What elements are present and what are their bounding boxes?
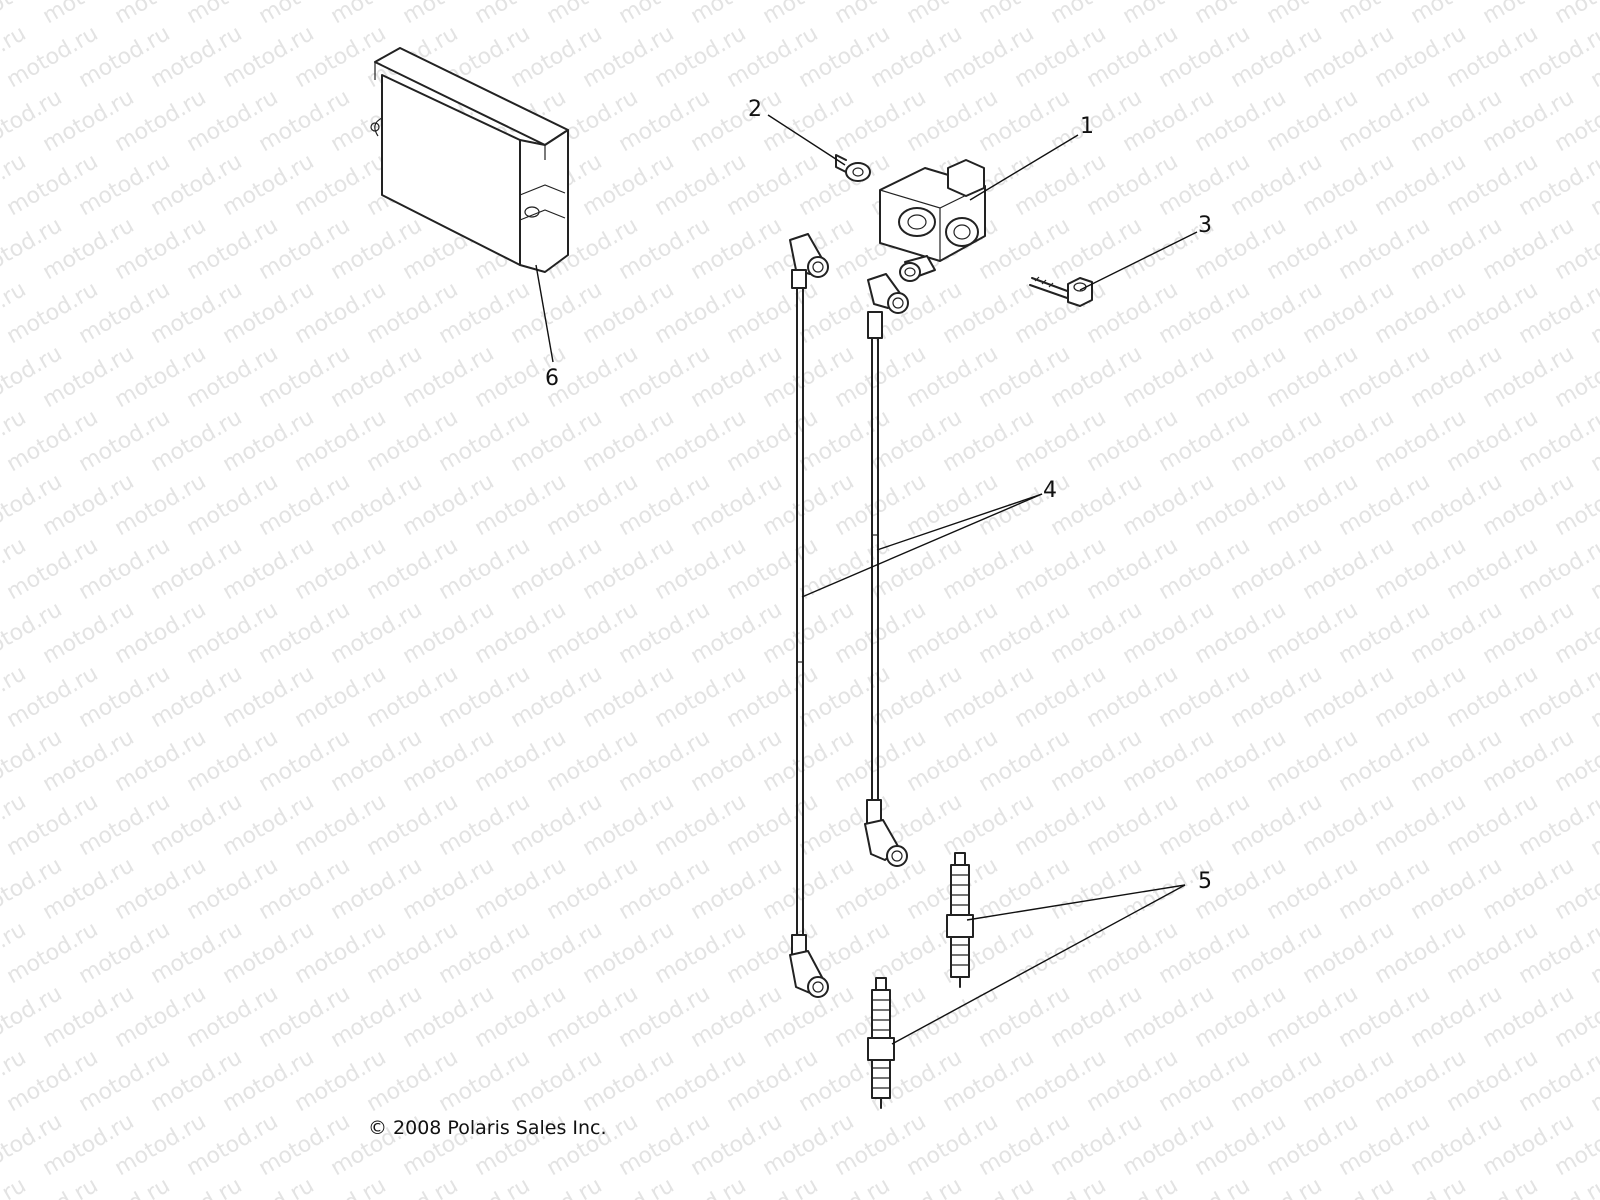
callout-6: 6 <box>545 366 559 391</box>
leader-3 <box>1079 231 1198 291</box>
ecu-module <box>370 47 569 273</box>
spacer-part <box>835 154 871 182</box>
leader-5a <box>966 884 1186 921</box>
leader-5b <box>891 884 1186 1045</box>
leader-4b <box>801 493 1043 598</box>
leader-2 <box>767 114 846 166</box>
leader-4a <box>876 493 1043 551</box>
leader-6 <box>535 264 554 363</box>
spark-plug-upper <box>946 852 974 988</box>
callout-2: 2 <box>748 97 762 122</box>
ignition-coil <box>879 159 986 282</box>
callout-4: 4 <box>1043 478 1057 503</box>
bolt-part <box>1029 276 1093 307</box>
callout-1: 1 <box>1080 114 1094 139</box>
spark-plug-lower <box>867 977 895 1109</box>
copyright-text: © 2008 Polaris Sales Inc. <box>368 1117 607 1139</box>
callout-5: 5 <box>1198 869 1212 894</box>
leader-lines <box>535 114 1198 1045</box>
watermark-text: motod.ru <box>1551 0 1600 29</box>
callout-3: 3 <box>1198 213 1212 238</box>
watermark-text: motod.ru <box>0 1173 30 1200</box>
leader-1 <box>969 134 1079 201</box>
spark-plug-wire-left <box>789 233 829 998</box>
spark-plug-wire-right <box>864 273 909 867</box>
